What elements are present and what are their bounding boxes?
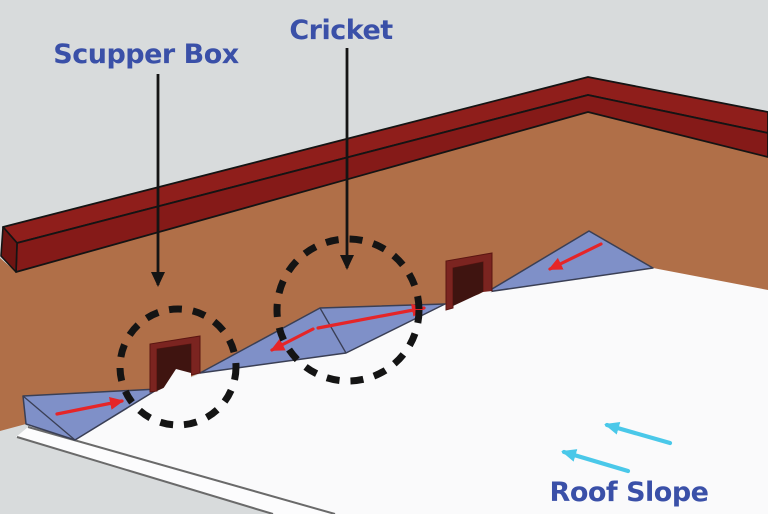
dashed-circle-scupper-box <box>116 305 240 429</box>
scupper-box-2-opening <box>453 262 483 306</box>
crickets <box>22 230 654 441</box>
cricket-middle-ridge-line <box>319 307 347 354</box>
water-flow-arrow-left-cricket <box>55 396 124 416</box>
scupper-box-label: Scupper Box <box>53 39 239 70</box>
roof-slope-arrows <box>561 422 673 474</box>
parapet-cap-end-face <box>0 226 18 273</box>
cricket-right <box>486 230 654 293</box>
water-flow-arrow-middle-cricket-right <box>316 303 426 330</box>
scupper-box-1-roof-notch <box>161 369 191 394</box>
roof-slope-arrow-lower <box>561 449 631 474</box>
water-flow-arrow-right-cricket <box>548 242 603 271</box>
scupper-box-1-opening <box>157 344 191 391</box>
scupper-box-2 <box>445 252 493 312</box>
water-flow-arrow-middle-cricket-left <box>270 327 315 352</box>
roof-surface <box>28 268 768 514</box>
roof-slope-label: Roof Slope <box>549 477 709 508</box>
water-flow-arrows <box>55 242 603 416</box>
scupper-box-2-roof-notch <box>455 291 492 312</box>
roof-edge-line-inner <box>16 436 274 514</box>
scupper-box-1 <box>149 335 201 394</box>
cricket-label: Cricket <box>289 15 393 46</box>
roof-edge-line-outer <box>27 426 336 514</box>
roof-slope-arrow-upper <box>604 422 673 446</box>
cricket-left-ridge-line <box>22 395 76 441</box>
dashed-circle-cricket <box>273 235 423 385</box>
